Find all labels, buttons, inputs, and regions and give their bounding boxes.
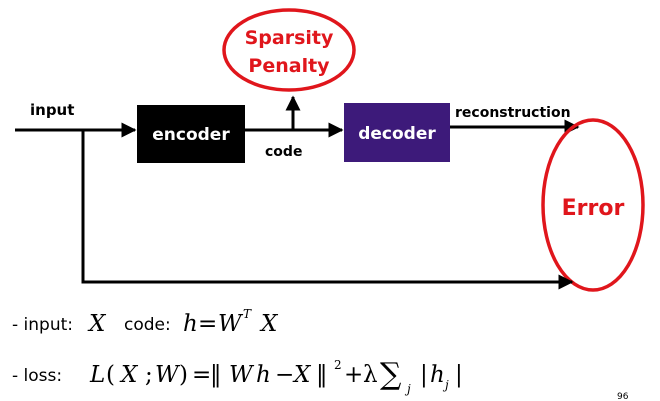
svg-text:|: | (420, 362, 428, 388)
svg-text:L: L (89, 362, 105, 388)
error-label: Error (562, 196, 625, 221)
svg-text:W: W (229, 362, 255, 388)
svg-text:h: h (183, 311, 198, 337)
svg-text:W: W (218, 311, 244, 337)
input-label: input (30, 101, 74, 119)
svg-text:j: j (442, 378, 449, 392)
encoder-block (137, 105, 245, 163)
sparsity-label: Sparsity (245, 27, 334, 49)
sparsity-penalty-ellipse (222, 8, 356, 92)
encoder-label: encoder (152, 125, 230, 145)
svg-text:∑: ∑ (380, 357, 402, 392)
svg-text:X: X (259, 311, 279, 337)
svg-text:): ) (179, 362, 188, 388)
svg-text:- input:: - input: (12, 315, 73, 335)
svg-text:(: ( (106, 362, 115, 388)
svg-text:j: j (404, 382, 411, 396)
svg-text:+: + (344, 362, 363, 388)
reconstruction-label: reconstruction (455, 105, 571, 121)
svg-text:2: 2 (334, 358, 342, 372)
decoder-block (344, 103, 450, 162)
penalty-label: Penalty (248, 55, 330, 77)
svg-text:|: | (455, 362, 463, 388)
svg-text:h: h (430, 362, 445, 388)
svg-text:W: W (155, 362, 181, 388)
page-number: 96 (617, 392, 629, 401)
decoder-label: decoder (358, 124, 436, 144)
code-label: code (265, 144, 302, 160)
svg-text:=: = (192, 362, 211, 388)
svg-text:code:: code: (124, 315, 171, 335)
svg-text:- loss:: - loss: (12, 366, 62, 386)
svg-text:=: = (198, 311, 217, 337)
bypass-line (81, 130, 574, 290)
svg-text:X: X (292, 362, 312, 388)
svg-text:λ: λ (363, 362, 378, 388)
error-ellipse (541, 118, 645, 292)
svg-text:−: − (275, 362, 294, 388)
svg-text:T: T (243, 307, 252, 321)
svg-text:X: X (119, 362, 139, 388)
svg-text:‖: ‖ (316, 362, 328, 388)
svg-text:X: X (87, 311, 107, 337)
formula-loss: - loss: L ( X ; W ) = ‖ W h − X ‖ 2 + λ … (12, 357, 463, 396)
formula-input-code: - input: X code: h = W T X (12, 307, 279, 337)
svg-text:‖: ‖ (210, 362, 222, 388)
svg-text:;: ; (145, 362, 153, 388)
svg-text:h: h (256, 362, 271, 388)
